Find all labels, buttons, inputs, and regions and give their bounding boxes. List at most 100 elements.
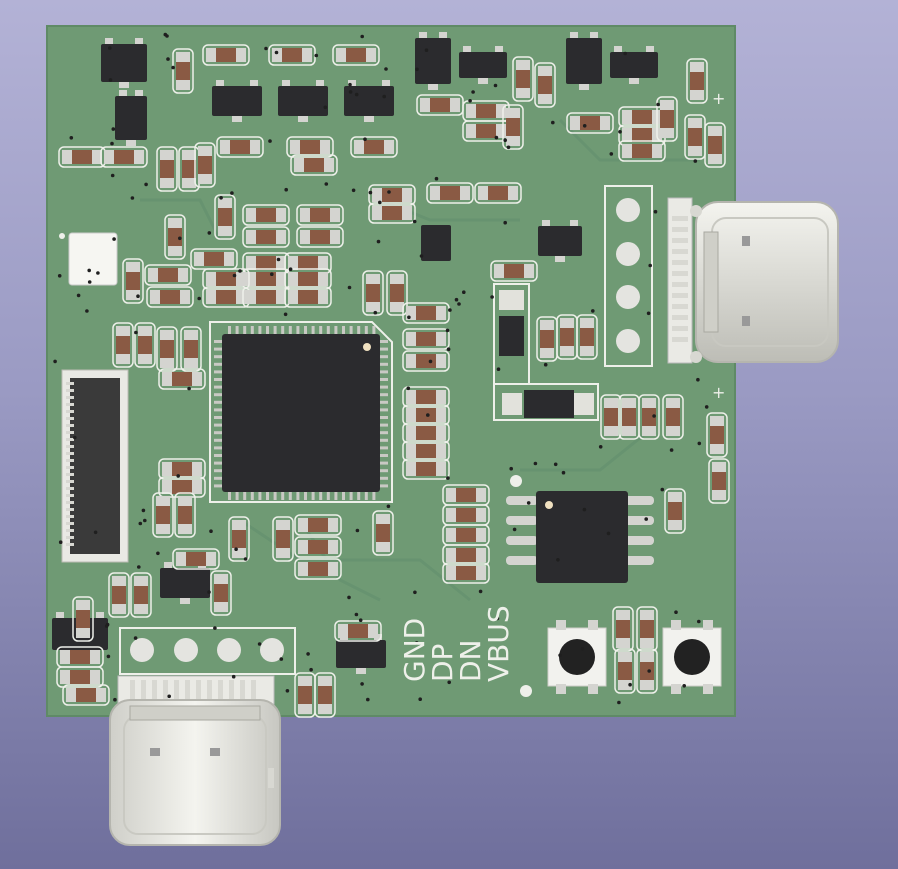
via	[270, 272, 274, 277]
via	[509, 466, 513, 471]
passive-component	[618, 106, 666, 128]
via	[69, 136, 74, 140]
passive-component	[214, 194, 236, 240]
passive-component	[638, 394, 660, 440]
passive-component	[636, 648, 658, 694]
via	[358, 618, 363, 622]
passive-component	[180, 326, 202, 372]
qfp-pin	[214, 461, 223, 465]
qfp-pin	[379, 370, 388, 374]
passive-component	[62, 684, 110, 706]
tactile-button-left	[547, 620, 607, 694]
via	[283, 312, 288, 317]
via	[110, 141, 114, 146]
passive-component	[416, 94, 464, 116]
pin-header-bottom	[119, 627, 296, 675]
passive-component	[708, 458, 730, 504]
plus-mark-top: +	[712, 89, 725, 108]
fpc-pin	[66, 522, 74, 525]
usb-pin	[672, 293, 688, 298]
fpc-pin	[66, 445, 74, 448]
via	[76, 293, 81, 298]
via	[166, 57, 170, 61]
via	[134, 330, 138, 335]
qfp-pin	[357, 326, 361, 335]
qfp-pin	[379, 347, 388, 351]
qfp-pin	[349, 326, 353, 335]
via	[426, 413, 430, 417]
passive-component	[442, 524, 490, 546]
plus-mark-mid: +	[712, 383, 725, 402]
via	[178, 236, 182, 241]
qfp-pin	[214, 416, 223, 419]
via	[386, 504, 391, 509]
via	[434, 176, 439, 181]
via	[493, 83, 498, 88]
usb-pin	[185, 680, 190, 700]
via	[413, 590, 417, 595]
via	[144, 182, 148, 187]
label-vbus: VBUS	[482, 605, 515, 682]
qfp-pin	[379, 385, 388, 389]
via	[618, 130, 622, 134]
via	[580, 646, 585, 651]
passive-component	[174, 492, 196, 538]
via	[348, 82, 352, 87]
fpc-pin	[66, 466, 74, 469]
via	[553, 462, 558, 467]
via	[543, 362, 548, 367]
via	[424, 48, 429, 52]
passive-component	[556, 314, 578, 360]
qfp-pin	[214, 431, 223, 435]
qfp-pin	[326, 491, 330, 500]
via	[230, 191, 234, 195]
via	[682, 684, 686, 688]
passive-component	[314, 672, 336, 718]
qfp-pin	[273, 491, 277, 500]
qfp-pin	[214, 355, 223, 359]
via	[526, 501, 531, 505]
passive-component	[474, 182, 522, 204]
sot-package	[538, 220, 582, 262]
fpc-pin	[66, 536, 74, 539]
passive-component	[210, 570, 232, 616]
via	[448, 308, 452, 312]
fpc-pin	[66, 473, 74, 476]
qfp-pin	[357, 491, 361, 500]
via	[598, 445, 603, 449]
usb-pin	[163, 680, 168, 700]
sot-package	[344, 80, 394, 122]
via	[693, 159, 698, 163]
qfp-pin	[379, 378, 388, 381]
via	[418, 697, 423, 701]
qfp-pin	[288, 326, 292, 335]
passive-component	[368, 184, 416, 206]
via	[232, 273, 237, 278]
passive-component	[566, 112, 614, 134]
passive-component	[334, 620, 382, 642]
passive-component	[58, 146, 106, 168]
via	[111, 127, 116, 131]
usb-pin	[240, 680, 245, 700]
via	[355, 528, 360, 533]
via	[696, 377, 700, 382]
qfp-pin	[235, 326, 239, 335]
via	[363, 137, 367, 141]
qfp-pin	[349, 491, 353, 500]
passive-component	[172, 548, 220, 570]
passive-component	[242, 268, 290, 290]
fpc-pin	[66, 431, 74, 434]
via	[644, 517, 648, 521]
via	[141, 508, 146, 513]
usb-pin	[152, 680, 157, 700]
passive-component	[402, 328, 450, 350]
qfp-pin	[372, 326, 376, 335]
via	[279, 657, 284, 661]
via	[697, 619, 701, 624]
fpc-pin	[66, 501, 74, 504]
via	[533, 461, 538, 466]
via	[284, 187, 289, 192]
passive-component	[56, 666, 104, 688]
qfp-pin	[266, 326, 269, 335]
